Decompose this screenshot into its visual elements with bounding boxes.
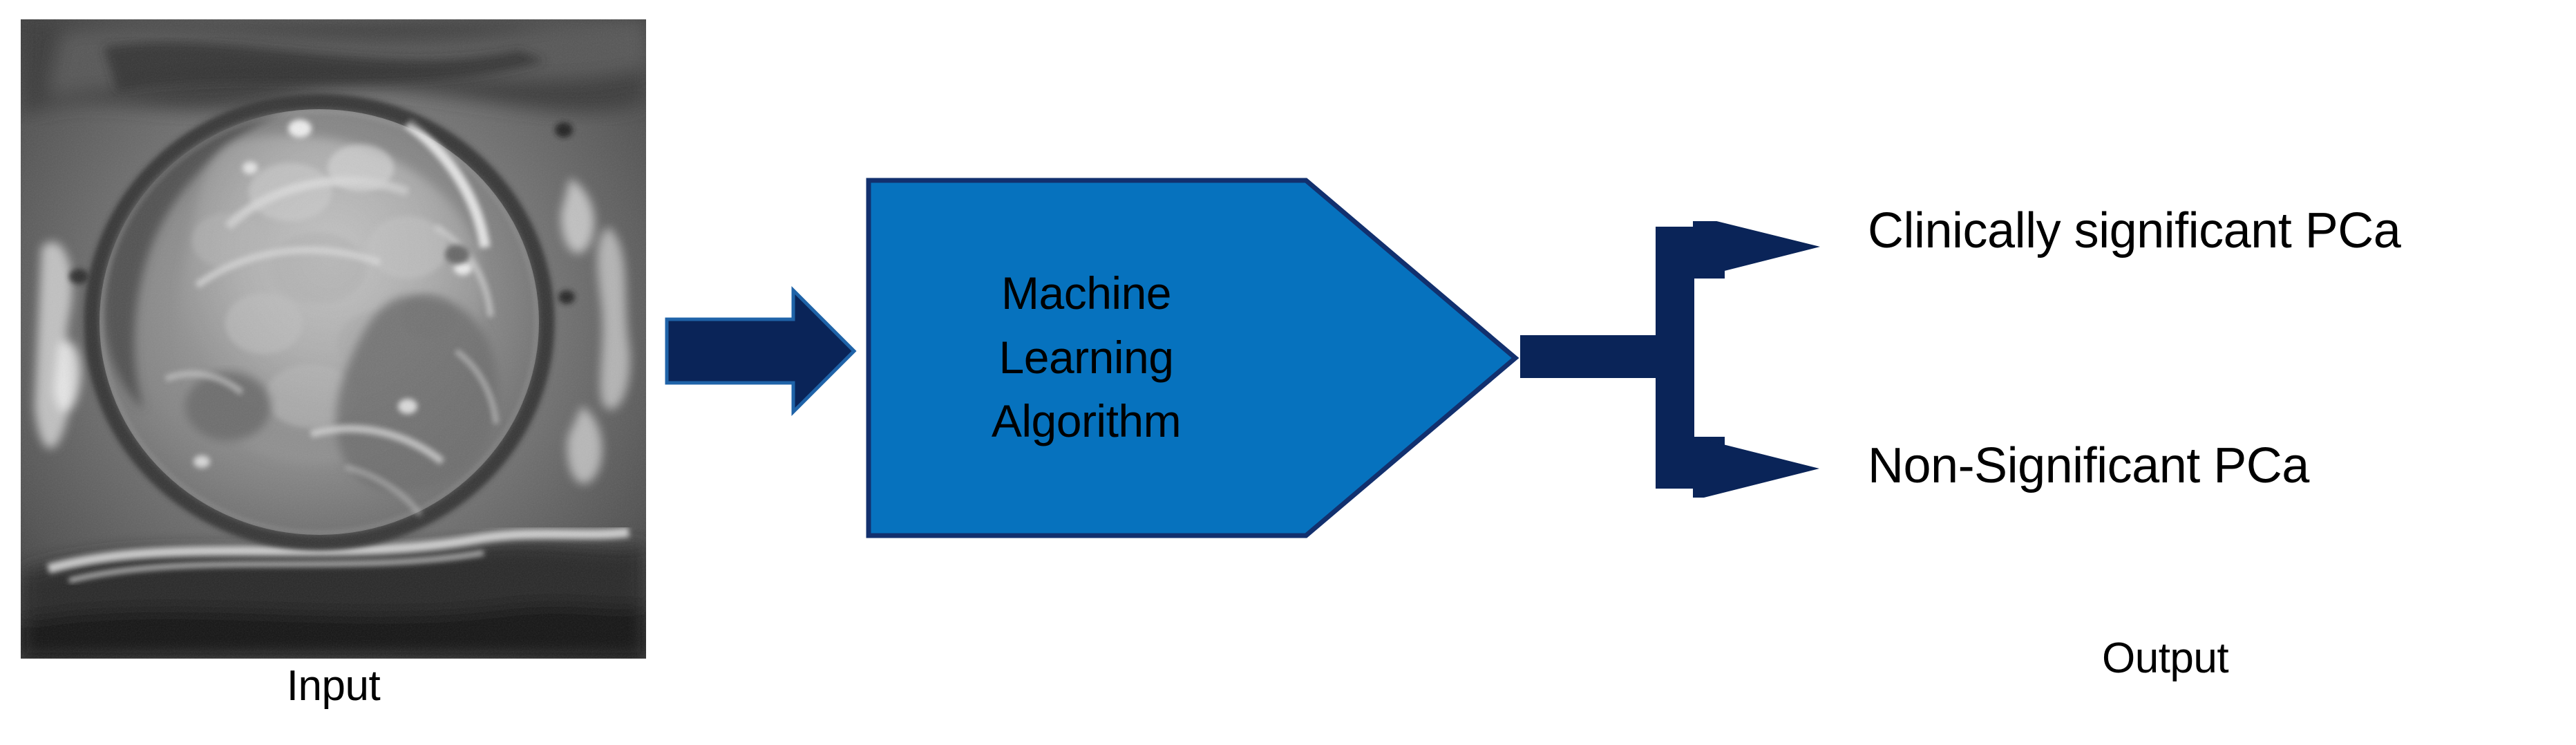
right-arrow-icon (662, 285, 859, 417)
prostate-mri-image (21, 19, 646, 659)
branching-arrow-icon (1520, 221, 1828, 498)
machine-learning-process-block (865, 177, 1520, 539)
output-label-non-significant: Non-Significant PCa (1868, 438, 2309, 493)
output-label-clinically-significant: Clinically significant PCa (1868, 203, 2401, 258)
input-figure (21, 19, 646, 659)
input-caption: Input (286, 662, 381, 710)
output-caption: Output (2102, 634, 2229, 682)
